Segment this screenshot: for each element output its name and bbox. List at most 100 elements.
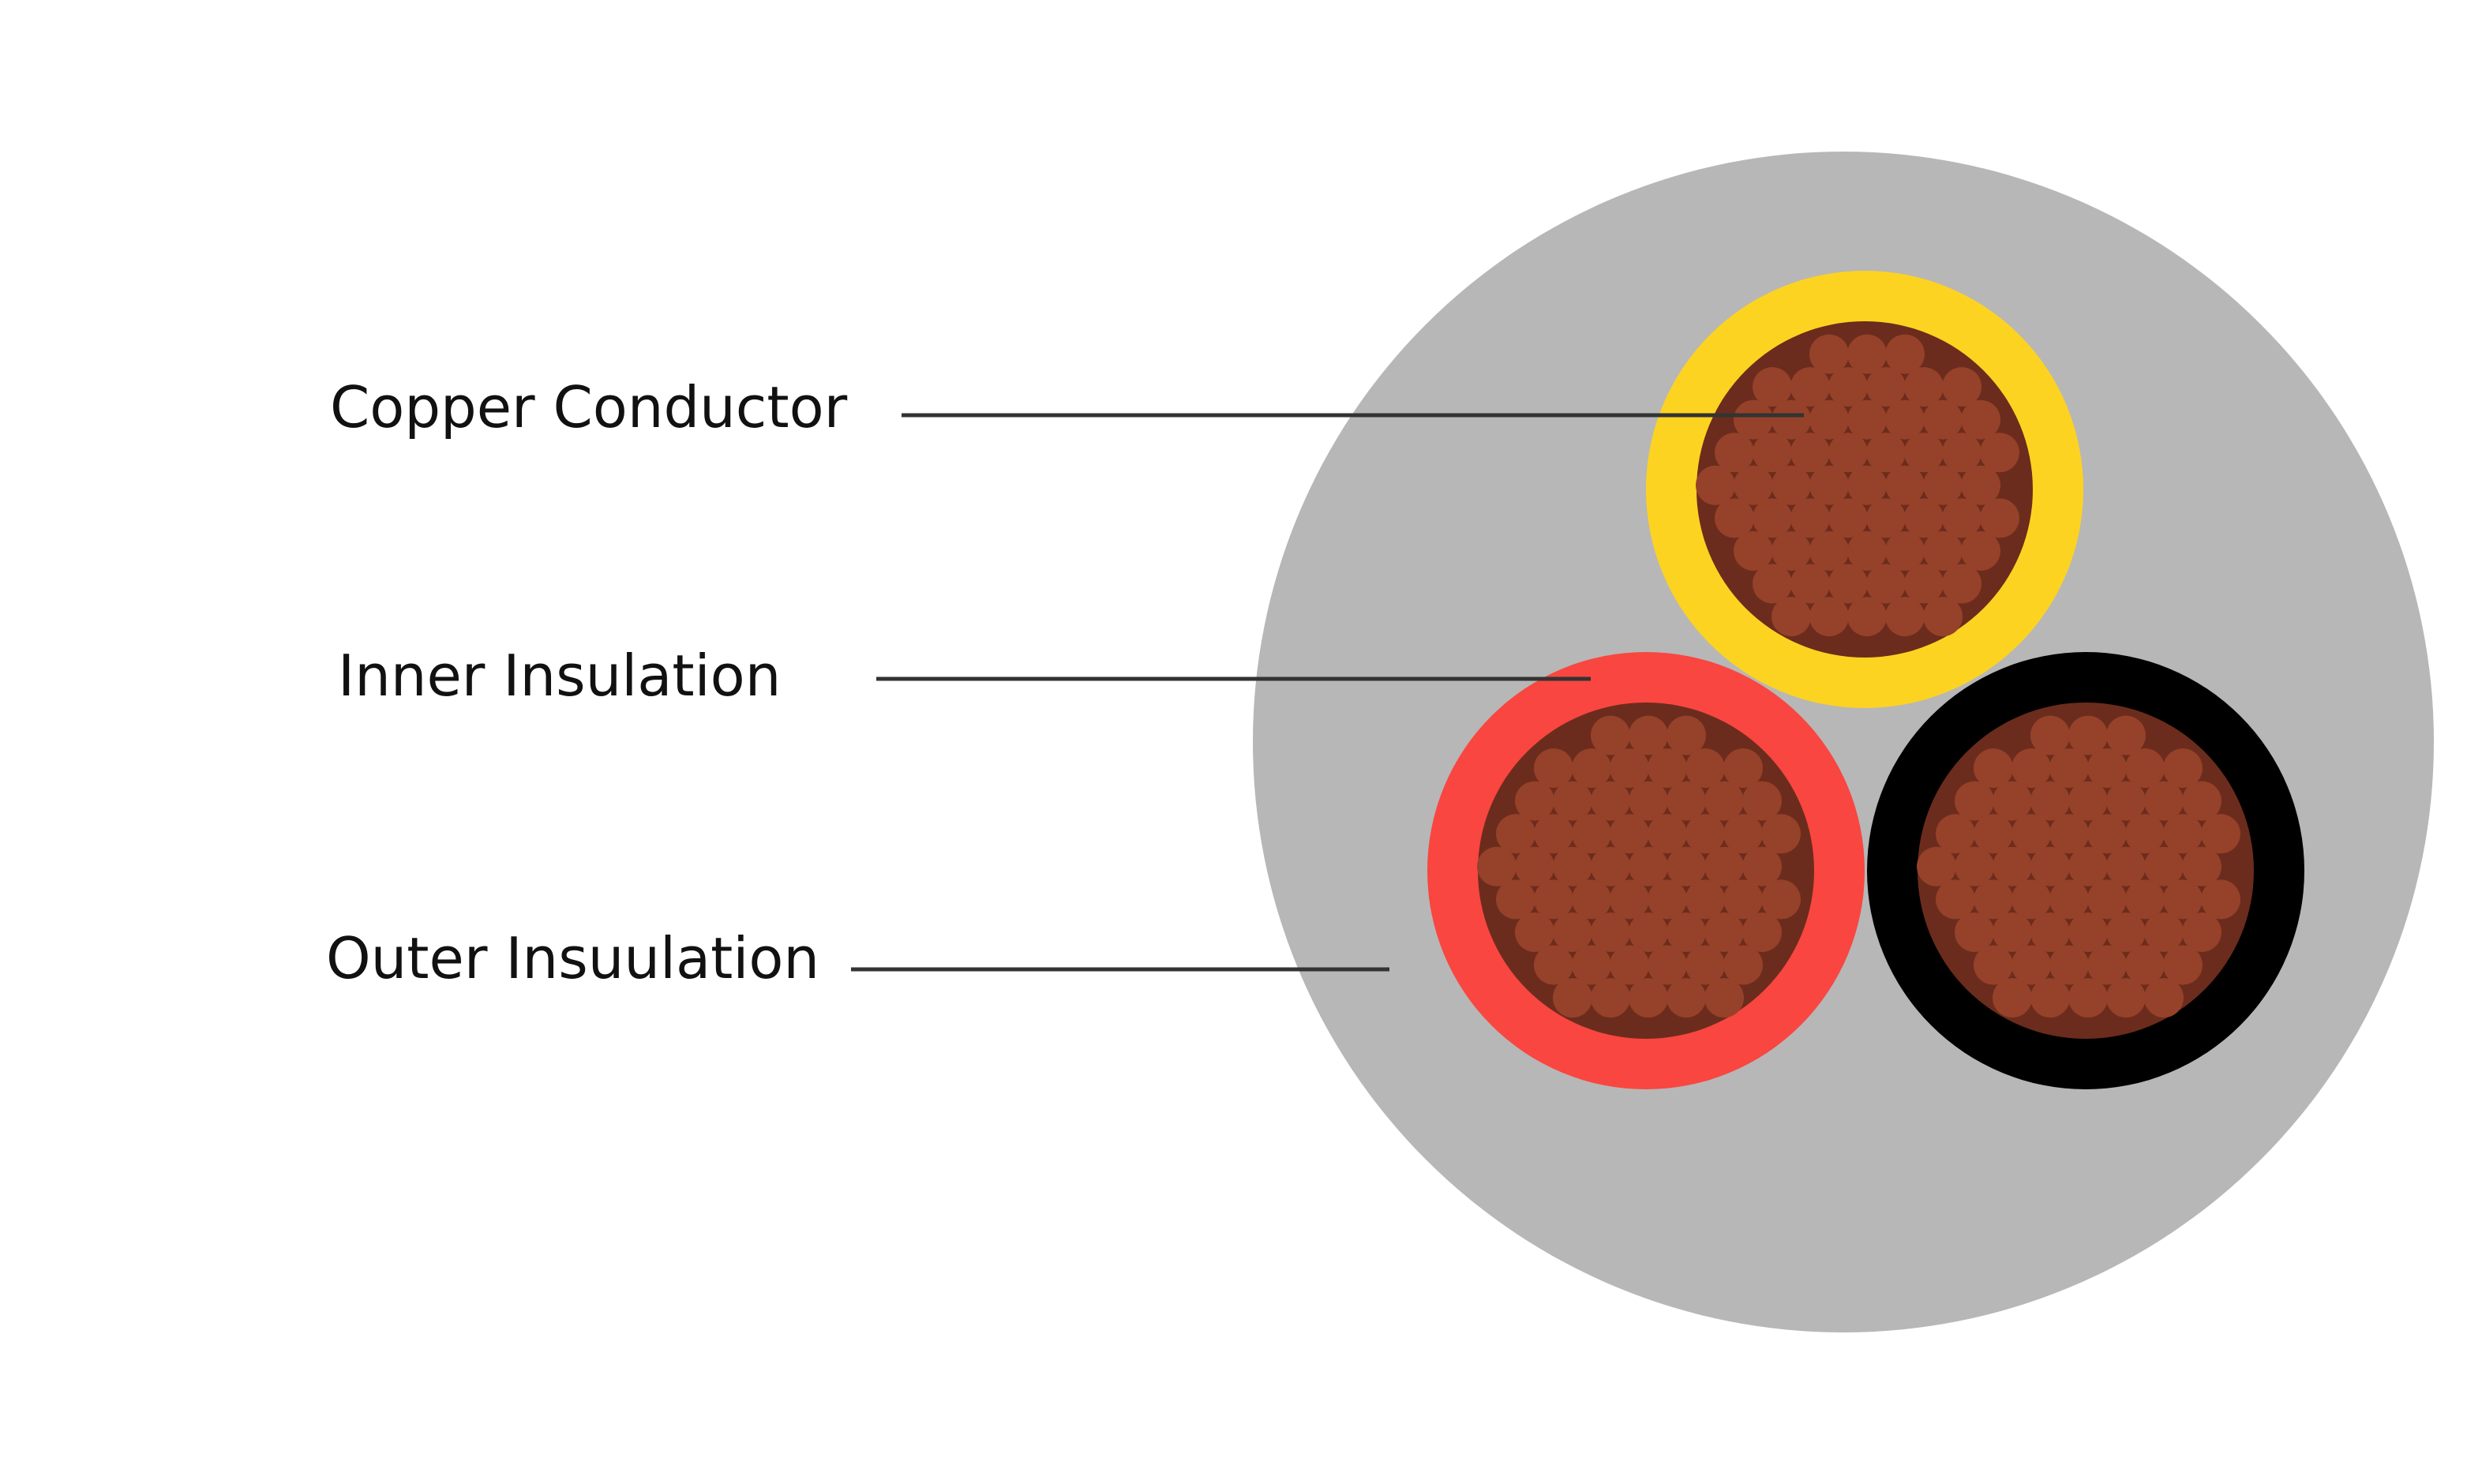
copper-strand <box>1828 433 1868 473</box>
copper-strand <box>1591 781 1630 821</box>
copper-strand <box>1790 367 1830 407</box>
copper-strand <box>1923 531 1963 571</box>
copper-strand <box>1885 334 1925 374</box>
copper-strand <box>1772 399 1811 440</box>
copper-strand <box>2182 846 2221 886</box>
copper-strand <box>2163 945 2203 985</box>
copper-strand <box>1648 814 1687 854</box>
copper-strand <box>1904 498 1944 538</box>
copper-strand <box>1572 879 1611 920</box>
copper-strand <box>1734 531 1773 571</box>
copper-strand <box>1961 531 2000 571</box>
copper-strand <box>1847 465 1887 505</box>
copper-strand <box>1955 913 1994 952</box>
copper-strand <box>1734 465 1773 505</box>
copper-strand <box>1753 433 1792 473</box>
copper-strand <box>2030 978 2070 1018</box>
copper-strand <box>1923 465 1963 505</box>
copper-strand <box>1761 879 1801 920</box>
copper-strand <box>1772 531 1811 571</box>
copper-strand <box>2144 913 2184 952</box>
copper-strand <box>1790 564 1830 604</box>
copper-strand <box>2049 879 2089 920</box>
copper-strand <box>1809 597 1849 637</box>
copper-strand <box>2106 715 2146 755</box>
copper-strand <box>1610 814 1649 854</box>
copper-strand <box>1667 715 1706 755</box>
copper-strand <box>1917 846 1956 886</box>
copper-strand <box>1496 814 1535 854</box>
copper-strand <box>1942 498 1981 538</box>
copper-strand <box>1477 846 1517 886</box>
copper-strand <box>1923 597 1963 637</box>
copper-strand <box>1685 748 1725 789</box>
copper-strand <box>1715 498 1754 538</box>
copper-strand <box>1847 399 1887 440</box>
copper-strand <box>1866 367 1906 407</box>
copper-strand <box>2049 748 2089 789</box>
copper-strand <box>1534 748 1573 789</box>
copper-strand <box>1974 879 2013 920</box>
copper-strand <box>1715 433 1754 473</box>
copper-strand <box>1685 879 1725 920</box>
copper-strand <box>1847 531 1887 571</box>
copper-strand <box>2011 814 2051 854</box>
copper-strand <box>1572 945 1611 985</box>
copper-strand <box>1648 945 1687 985</box>
copper-strand <box>1610 945 1649 985</box>
copper-strand <box>1667 978 1706 1018</box>
copper-strand <box>2125 879 2165 920</box>
copper-strand <box>1629 715 1668 755</box>
copper-strand <box>2201 814 2240 854</box>
copper-strand <box>2144 978 2184 1018</box>
copper-strand <box>2106 846 2146 886</box>
copper-strand <box>1553 846 1592 886</box>
copper-strand <box>1496 879 1535 920</box>
copper-strand <box>1904 433 1944 473</box>
copper-strand <box>1753 564 1792 604</box>
copper-strand <box>1847 597 1887 637</box>
copper-strand <box>1993 781 2032 821</box>
copper-strand <box>2182 913 2221 952</box>
copper-strand <box>1904 367 1944 407</box>
copper-strand <box>1790 498 1830 538</box>
copper-strand <box>1685 814 1725 854</box>
copper-strand <box>1961 465 2000 505</box>
copper-strand <box>1993 913 2032 952</box>
copper-strand <box>2144 846 2184 886</box>
copper-strand <box>1942 367 1981 407</box>
copper-strand <box>1704 846 1744 886</box>
copper-strand <box>1591 846 1630 886</box>
copper-strand <box>1955 846 1994 886</box>
copper-strand <box>1667 781 1706 821</box>
copper-strand <box>1742 846 1782 886</box>
label-inner-insulation: Inner Insulation <box>338 643 782 709</box>
copper-strand <box>1936 814 1975 854</box>
copper-strand <box>1866 564 1906 604</box>
copper-strand <box>1723 879 1763 920</box>
copper-strand <box>2087 748 2127 789</box>
copper-strand <box>1753 367 1792 407</box>
copper-strand <box>1885 531 1925 571</box>
copper-strand <box>1723 814 1763 854</box>
copper-strand <box>1742 781 1782 821</box>
copper-strand <box>1667 846 1706 886</box>
copper-strand <box>1885 597 1925 637</box>
copper-strand <box>2087 814 2127 854</box>
copper-strand <box>2087 879 2127 920</box>
copper-strand <box>1629 781 1668 821</box>
copper-strand <box>1753 498 1792 538</box>
copper-strand <box>1942 433 1981 473</box>
copper-strand <box>1723 945 1763 985</box>
core-red-strands <box>1477 715 1801 1018</box>
copper-strand <box>1610 879 1649 920</box>
copper-strand <box>1515 913 1554 952</box>
copper-strand <box>2030 913 2070 952</box>
copper-strand <box>2068 715 2108 755</box>
copper-strand <box>2068 978 2108 1018</box>
copper-strand <box>1885 399 1925 440</box>
copper-strand <box>2201 879 2240 920</box>
copper-strand <box>1742 913 1782 952</box>
copper-strand <box>2011 879 2051 920</box>
